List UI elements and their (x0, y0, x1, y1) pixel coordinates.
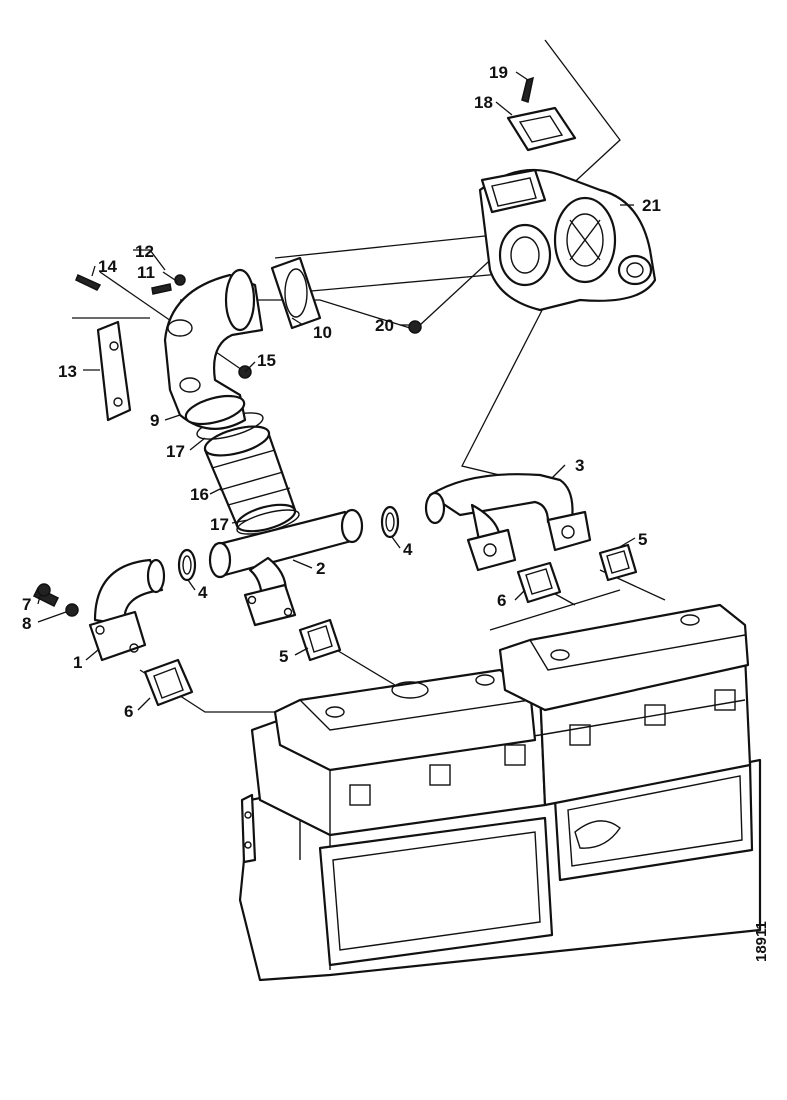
part-4-seal-ring-right (380, 505, 400, 539)
callout-label-6-right: 6 (497, 591, 506, 610)
callout-label-5-right: 5 (638, 530, 647, 549)
callout-label-1: 1 (73, 653, 82, 672)
part-14-stud (75, 273, 102, 291)
part-16-bellows (203, 425, 297, 533)
part-5-gasket (298, 618, 342, 662)
callout-label-12: 12 (135, 242, 154, 261)
callout-label-13: 13 (58, 362, 77, 381)
callout-labels: 19 18 21 20 10 12 11 14 13 15 9 17 16 17… (22, 63, 770, 962)
assembly-lines (72, 39, 666, 713)
engine-block (238, 603, 762, 982)
part-11-bolt (151, 283, 172, 295)
callout-label-10: 10 (313, 323, 332, 342)
part-5-gasket-right (598, 543, 638, 582)
part-9-elbow (163, 268, 264, 430)
callout-label-19: 19 (489, 63, 508, 82)
callout-label-17-lower: 17 (210, 515, 229, 534)
callout-label-4-left: 4 (198, 583, 208, 602)
part-1-elbow-pipe (88, 558, 166, 662)
callout-label-21: 21 (642, 196, 661, 215)
callout-label-2: 2 (316, 559, 325, 578)
callout-label-18: 18 (474, 93, 493, 112)
part-6-gasket (143, 658, 194, 707)
callout-label-20: 20 (375, 316, 394, 335)
callout-label-8: 8 (22, 614, 31, 633)
callout-label-6-left: 6 (124, 702, 133, 721)
callout-label-7: 7 (22, 595, 31, 614)
part-12-nut (174, 274, 186, 286)
figure-number: 18911 (753, 921, 770, 962)
part-10-flange (270, 256, 322, 330)
callout-label-15: 15 (257, 351, 276, 370)
part-13-bracket (96, 320, 132, 422)
callout-label-3: 3 (575, 456, 584, 475)
part-7-bolt (32, 583, 60, 608)
part-19-stud (521, 76, 535, 103)
part-2-middle-manifold (208, 508, 364, 627)
callout-label-14: 14 (98, 257, 117, 276)
callout-label-11: 11 (137, 263, 155, 282)
part-21-turbocharger (478, 168, 657, 312)
part-18-outlet-flange (506, 106, 577, 152)
part-6-gasket-right (516, 561, 562, 604)
part-17-clamp-lower (236, 509, 300, 535)
part-8-washer (65, 603, 79, 617)
part-4-seal-ring-left (177, 548, 197, 582)
callout-lines (37, 71, 636, 711)
callout-label-5-left: 5 (279, 647, 288, 666)
callout-label-16: 16 (190, 485, 209, 504)
callout-label-17-upper: 17 (166, 442, 185, 461)
callout-label-9: 9 (150, 411, 159, 430)
part-3-rear-manifold (424, 473, 592, 572)
part-20-nut (408, 320, 422, 334)
callout-label-4-right: 4 (403, 540, 413, 559)
